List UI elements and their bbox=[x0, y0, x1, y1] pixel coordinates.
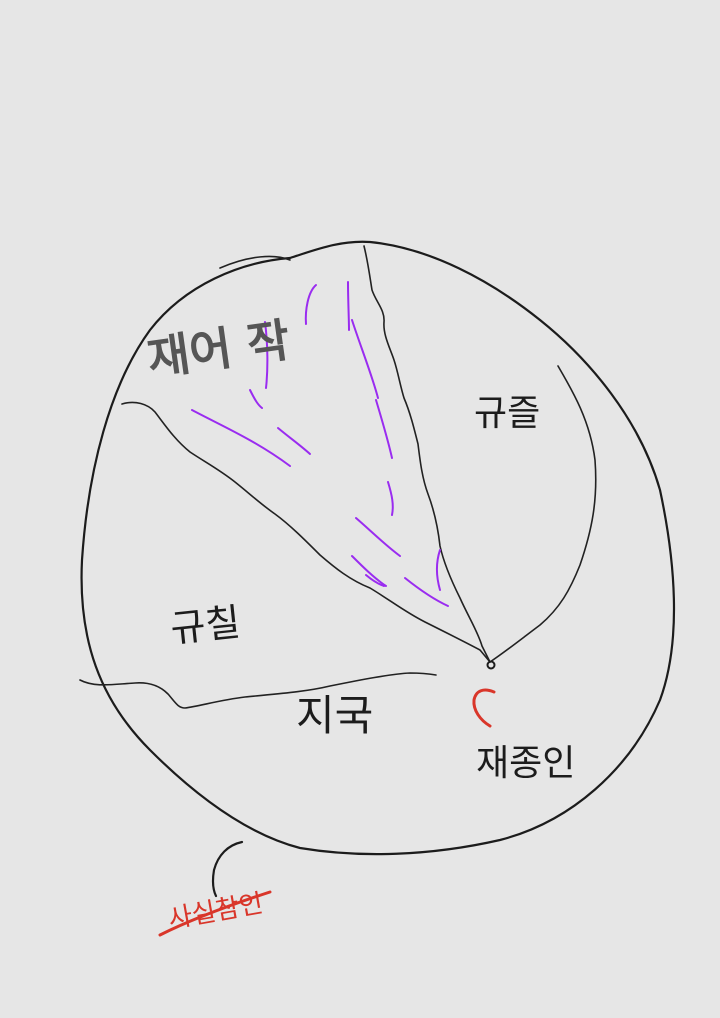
divider-lower bbox=[79, 672, 437, 709]
purple-hatching bbox=[191, 281, 449, 607]
center-point bbox=[486, 660, 496, 670]
divider-middle bbox=[363, 245, 491, 663]
upper-right-label: 규즐 bbox=[474, 393, 540, 434]
label-upper-left: 재어 작 bbox=[144, 313, 293, 386]
bottom-middle-label: 지국 bbox=[296, 691, 373, 740]
top-overlap-stroke bbox=[219, 255, 291, 269]
left-label: 규칠 bbox=[168, 600, 242, 651]
pointer-label: 재종인 bbox=[476, 743, 575, 784]
pointer-arrow bbox=[472, 688, 496, 728]
lower-arc bbox=[211, 840, 244, 898]
outer-boundary bbox=[80, 240, 676, 856]
divider-right bbox=[489, 365, 597, 663]
divider-left bbox=[121, 401, 491, 663]
upper-left-label: 재어 작 bbox=[144, 313, 293, 386]
strikethrough-line bbox=[158, 890, 272, 937]
